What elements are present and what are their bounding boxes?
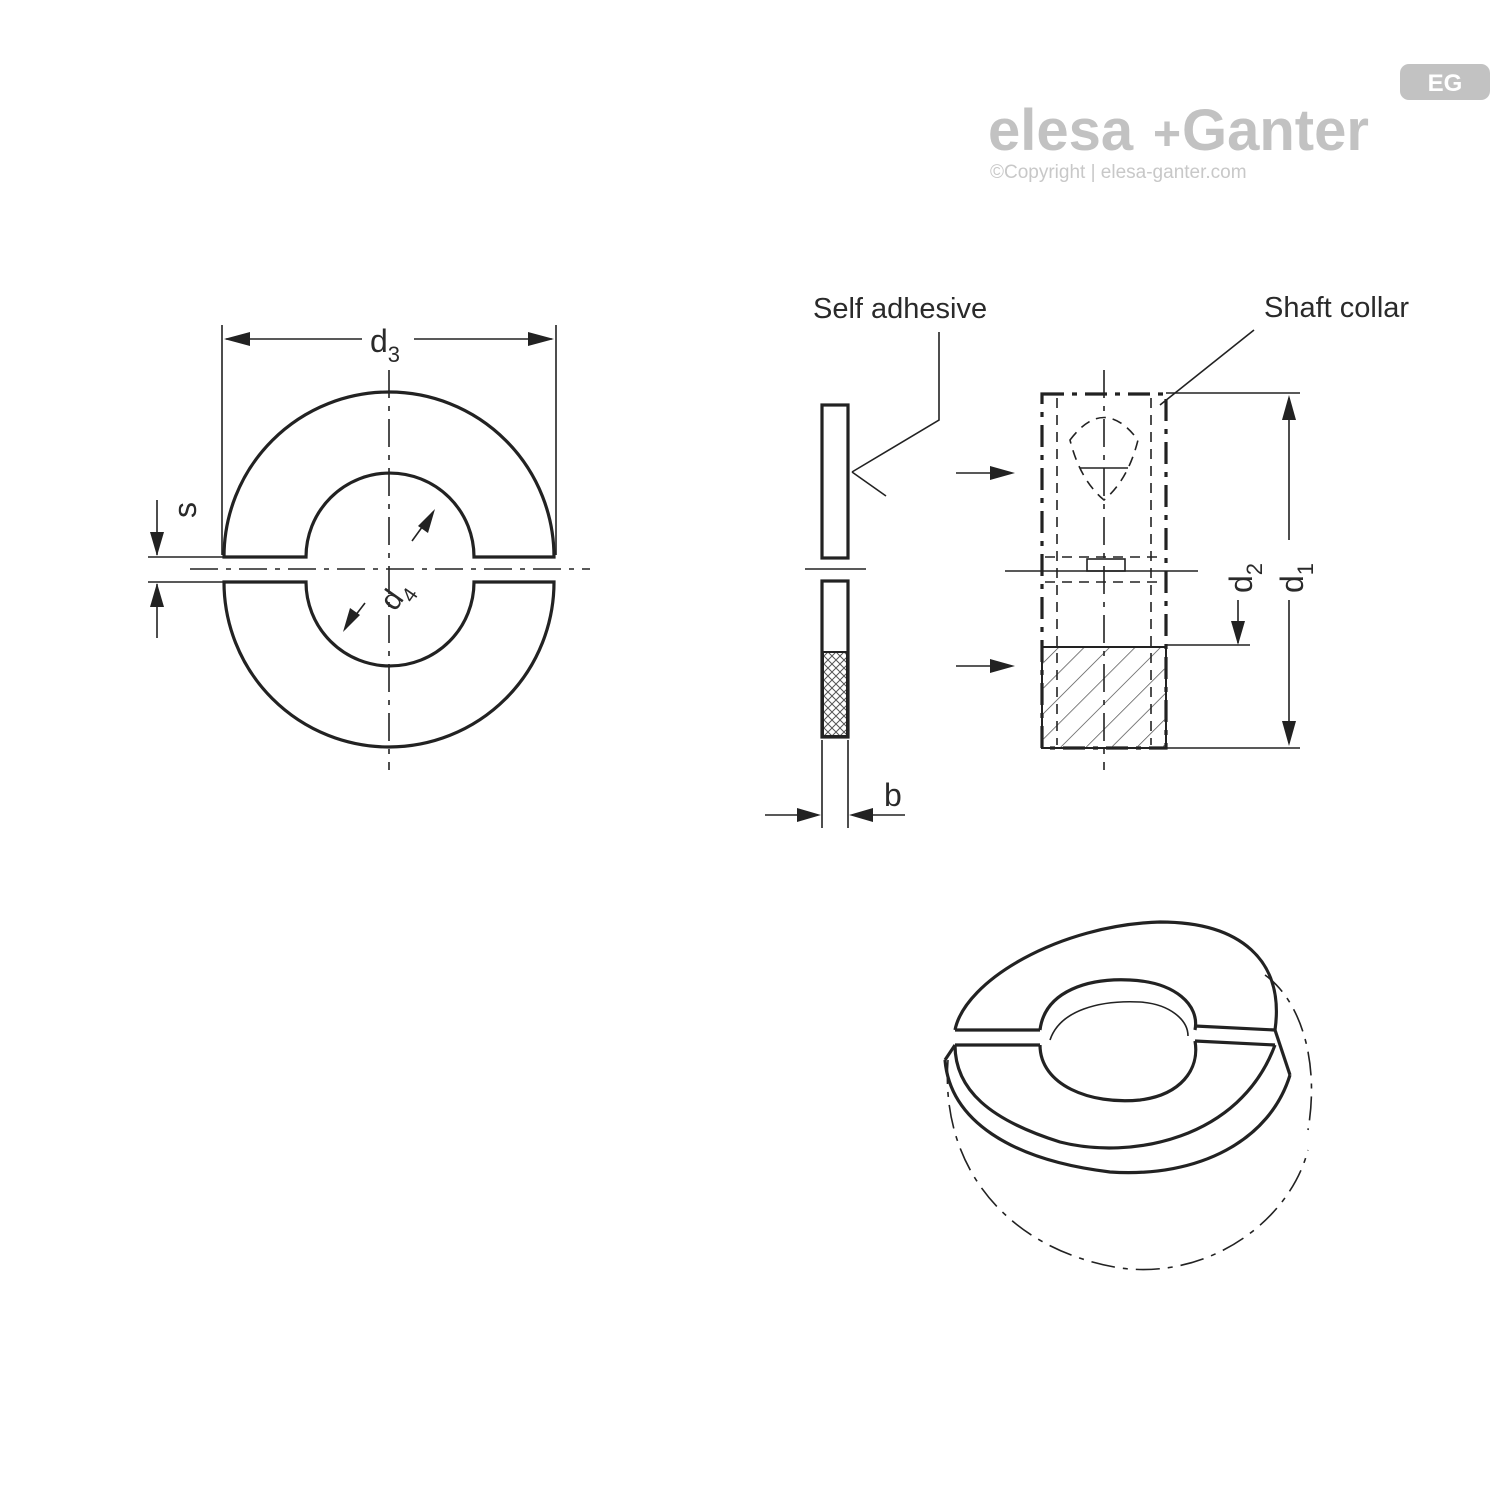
d1-arrow-bottom-icon	[1282, 721, 1296, 746]
d2-label: d2	[1223, 563, 1267, 593]
b-arrow-right-icon	[849, 808, 873, 822]
logo-brand-left: elesa	[988, 98, 1134, 163]
shaft-collar-label: Shaft collar	[1264, 292, 1409, 324]
iso-collar-hidden-side	[1264, 974, 1313, 1131]
section-arrow-bottom-icon	[990, 659, 1015, 673]
iso-bore-lower	[1038, 1040, 1198, 1103]
d3-arrow-right-icon	[528, 332, 554, 346]
b-arrow-left-icon	[797, 808, 821, 822]
shaft-collar-screw-thread	[1086, 558, 1126, 572]
side-view-adhesive-section	[822, 651, 848, 737]
iso-collar-hidden-outline	[946, 1059, 1309, 1271]
s-label: s	[167, 502, 203, 518]
logo-brand-plus: +	[1153, 108, 1181, 161]
self-adhesive-leader-tick	[851, 471, 887, 497]
d3-label: d3	[370, 323, 400, 367]
s-arrow-top-icon	[150, 532, 164, 556]
brand-logo: elesa + Ganter ©Copyright | elesa-ganter…	[988, 64, 1490, 183]
iso-ring-left-edge	[943, 1044, 957, 1061]
side-view-upper-strip	[820, 403, 850, 560]
iso-bore-upper	[1038, 978, 1198, 1031]
d4-label: d4	[374, 574, 423, 620]
iso-slot-right-top	[1194, 1024, 1276, 1032]
d2-label-group: d2	[1223, 563, 1267, 593]
logo-brand-right: Ganter	[1182, 98, 1369, 163]
iso-slot-right-bottom	[1194, 1039, 1276, 1047]
side-view: b Self adhesive	[765, 293, 987, 828]
d3-arrow-left-icon	[224, 332, 250, 346]
d4-arrow-upper-icon	[418, 509, 435, 533]
iso-ring-thickness-edge	[943, 1059, 1292, 1175]
self-adhesive-leader	[851, 332, 940, 473]
logo-badge-text: EG	[1428, 70, 1463, 97]
d4-arrow-lower-icon	[343, 608, 360, 632]
d1-arrow-top-icon	[1282, 395, 1296, 420]
self-adhesive-label: Self adhesive	[813, 293, 987, 325]
logo-copyright: ©Copyright | elesa-ganter.com	[990, 162, 1247, 183]
iso-bore-inner-edge	[1049, 1000, 1189, 1041]
iso-ring-outer-lower	[953, 1044, 1277, 1150]
shaft-collar-view: Shaft collar d2 d1	[956, 292, 1409, 770]
d2-arrow-icon	[1231, 621, 1245, 645]
d1-label-group: d1	[1274, 563, 1318, 593]
d4-label-group: d4	[374, 574, 423, 620]
iso-ring-top-upper-outline	[953, 920, 1278, 1031]
logo-badge-icon: EG	[1400, 64, 1490, 100]
s-arrow-bottom-icon	[150, 583, 164, 607]
s-label-group: s	[167, 502, 203, 518]
front-view-lower-half	[222, 580, 556, 749]
section-arrow-top-icon	[990, 466, 1015, 480]
front-view-upper-half	[222, 390, 556, 559]
isometric-view	[943, 920, 1313, 1271]
iso-ring-right-edge	[1273, 1029, 1292, 1076]
shaft-collar-screw-head	[1069, 416, 1139, 502]
b-label: b	[884, 777, 902, 813]
front-view: d3 d4 s	[148, 323, 590, 770]
d1-label: d1	[1274, 563, 1318, 593]
